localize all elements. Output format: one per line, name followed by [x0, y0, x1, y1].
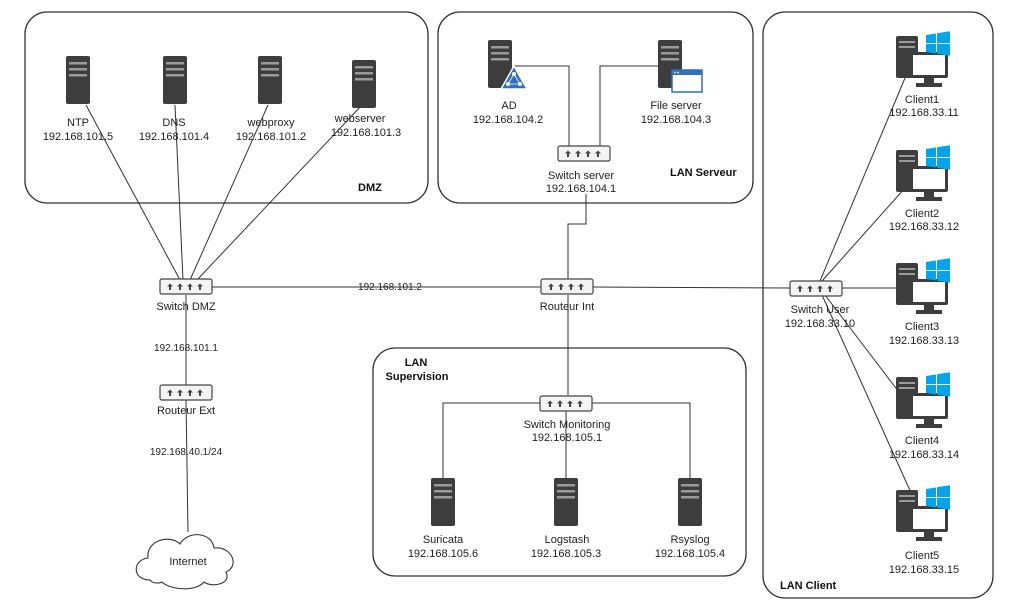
node-ip: 192.168.101.2	[236, 131, 306, 143]
node-name: Client3	[905, 321, 939, 333]
node-name: webserver	[334, 113, 386, 125]
node-name: Internet	[169, 556, 206, 568]
internet-cloud: Internet	[135, 534, 234, 590]
node-name: Client1	[905, 94, 939, 106]
switch-icon	[789, 280, 843, 297]
server-icon	[678, 478, 702, 526]
client-3: Client3 192.168.33.13	[889, 258, 959, 347]
node-ip: 192.168.104.2	[473, 114, 543, 126]
switch-monitoring: Switch Monitoring 192.168.105.1	[524, 395, 611, 444]
windows-client-icon	[896, 485, 950, 541]
window-icon	[671, 69, 703, 93]
node-ip: 192.168.33.11	[889, 107, 959, 119]
node-ip: 192.168.101.5	[43, 131, 113, 143]
windows-client-icon	[896, 145, 950, 201]
node-ip: 192.168.105.3	[531, 548, 601, 560]
node-ip: 192.168.105.6	[408, 548, 478, 560]
routeur-ext: Routeur Ext	[157, 384, 215, 417]
zone-lan-client	[762, 11, 994, 599]
node-name: Logstash	[545, 534, 590, 546]
node-name: Client4	[905, 435, 939, 447]
link-label-ext-internet: 192.168.40.1/24	[150, 447, 223, 458]
node-name: Rsyslog	[670, 534, 709, 546]
client-4: Client4 192.168.33.14	[889, 372, 959, 461]
node-ip: 192.168.33.14	[889, 449, 959, 461]
switch-icon	[540, 278, 594, 295]
link-label-dmz-int: 192.168.101.2	[358, 282, 422, 293]
switch-dmz: Switch DMZ	[156, 278, 216, 313]
node-name: Client5	[905, 550, 939, 562]
switch-icon	[159, 384, 213, 401]
server-logstash: Logstash 192.168.105.3	[531, 478, 601, 560]
server-icon	[352, 60, 376, 108]
node-name: Suricata	[423, 534, 464, 546]
zone-label-lan-supervision-2: Supervision	[386, 371, 449, 383]
server-icon	[66, 56, 90, 104]
node-name: DNS	[162, 117, 185, 129]
server-webserver: webserver 192.168.101.3	[331, 60, 401, 139]
link-label-dmz-ext: 192.168.101.1	[154, 343, 218, 354]
server-ad: AD 192.168.104.2	[473, 40, 543, 126]
links	[85, 65, 913, 533]
zone-label-lan-serveur: LAN Serveur	[670, 167, 737, 179]
node-name: Switch User	[791, 304, 850, 316]
zone-dmz	[24, 11, 429, 204]
cloud-icon	[135, 534, 234, 590]
server-icon	[258, 56, 282, 104]
switch-icon	[557, 145, 611, 162]
zone-label-lan-client: LAN Client	[780, 580, 837, 592]
node-name: Routeur Int	[540, 301, 594, 313]
switch-user: Switch User 192.168.33.10	[785, 280, 855, 330]
switch-icon	[159, 278, 213, 295]
server-fileserver: File server 192.168.104.3	[641, 40, 711, 126]
server-suricata: Suricata 192.168.105.6	[408, 478, 478, 560]
server-ntp: NTP 192.168.101.5	[43, 56, 113, 143]
active-directory-icon	[499, 64, 529, 90]
zone-label-dmz: DMZ	[358, 182, 382, 194]
node-name: Switch Monitoring	[524, 419, 611, 431]
server-icon	[431, 478, 455, 526]
node-name: Client2	[905, 208, 939, 220]
switch-icon	[539, 395, 593, 412]
client-5: Client5 192.168.33.15	[889, 485, 959, 576]
client-1: Client1 192.168.33.11	[889, 31, 959, 119]
node-ip: 192.168.101.3	[331, 127, 401, 139]
server-icon	[554, 478, 578, 526]
node-ip: 192.168.105.1	[532, 432, 602, 444]
server-webproxy: webproxy 192.168.101.2	[236, 56, 306, 143]
server-rsyslog: Rsyslog 192.168.105.4	[655, 478, 725, 560]
windows-client-icon	[896, 372, 950, 428]
zone-label-lan-supervision-1: LAN	[405, 357, 428, 369]
server-dns: DNS 192.168.101.4	[139, 56, 209, 143]
node-ip: 192.168.33.12	[889, 221, 959, 233]
windows-client-icon	[896, 31, 950, 87]
zone-lan-serveur	[437, 11, 754, 204]
node-ip: 192.168.104.1	[546, 183, 616, 195]
client-2: Client2 192.168.33.12	[889, 145, 959, 233]
node-name: Switch DMZ	[156, 301, 216, 313]
node-ip: 192.168.104.3	[641, 114, 711, 126]
routeur-int: Routeur Int	[540, 278, 594, 313]
node-name: NTP	[67, 117, 89, 129]
node-name: webproxy	[246, 117, 295, 129]
node-name: Routeur Ext	[157, 405, 215, 417]
node-ip: 192.168.33.10	[785, 318, 855, 330]
server-icon	[163, 56, 187, 104]
node-ip: 192.168.33.15	[889, 564, 959, 576]
node-name: AD	[501, 100, 516, 112]
node-name: Switch server	[548, 170, 614, 182]
node-ip: 192.168.101.4	[139, 131, 209, 143]
zone-lan-supervision	[372, 347, 747, 577]
node-ip: 192.168.105.4	[655, 548, 725, 560]
node-ip: 192.168.33.13	[889, 335, 959, 347]
node-name: File server	[650, 100, 702, 112]
windows-client-icon	[896, 258, 950, 314]
switch-server: Switch server 192.168.104.1	[546, 145, 616, 195]
